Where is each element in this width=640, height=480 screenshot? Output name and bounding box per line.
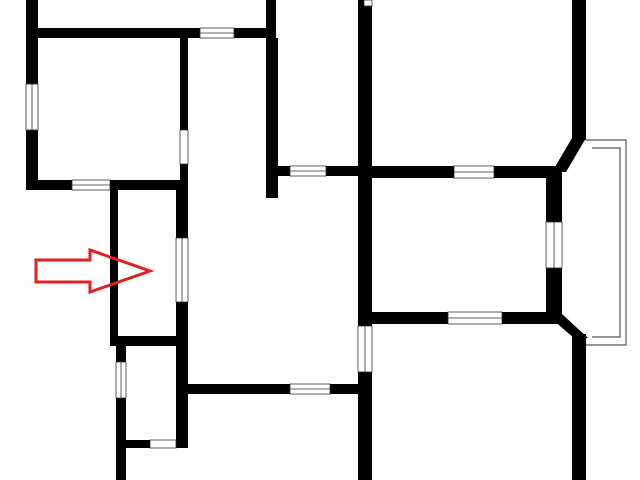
arrow-right-icon <box>34 247 155 295</box>
wall <box>184 384 364 394</box>
wall <box>546 314 588 338</box>
balcony <box>586 139 627 346</box>
wall <box>176 188 188 448</box>
balcony-outline <box>586 139 627 346</box>
wall <box>180 38 188 190</box>
wall <box>572 0 586 140</box>
window <box>179 129 189 165</box>
window <box>363 0 373 7</box>
wall <box>110 180 118 340</box>
wall <box>572 334 586 480</box>
wall <box>110 336 188 346</box>
wall <box>266 0 276 38</box>
wall <box>116 340 126 480</box>
window <box>149 439 177 449</box>
wall <box>26 28 274 38</box>
balcony-inner-outline <box>592 147 621 338</box>
wall <box>358 0 372 480</box>
windows <box>25 0 563 449</box>
wall <box>266 38 278 198</box>
wall <box>552 138 586 172</box>
